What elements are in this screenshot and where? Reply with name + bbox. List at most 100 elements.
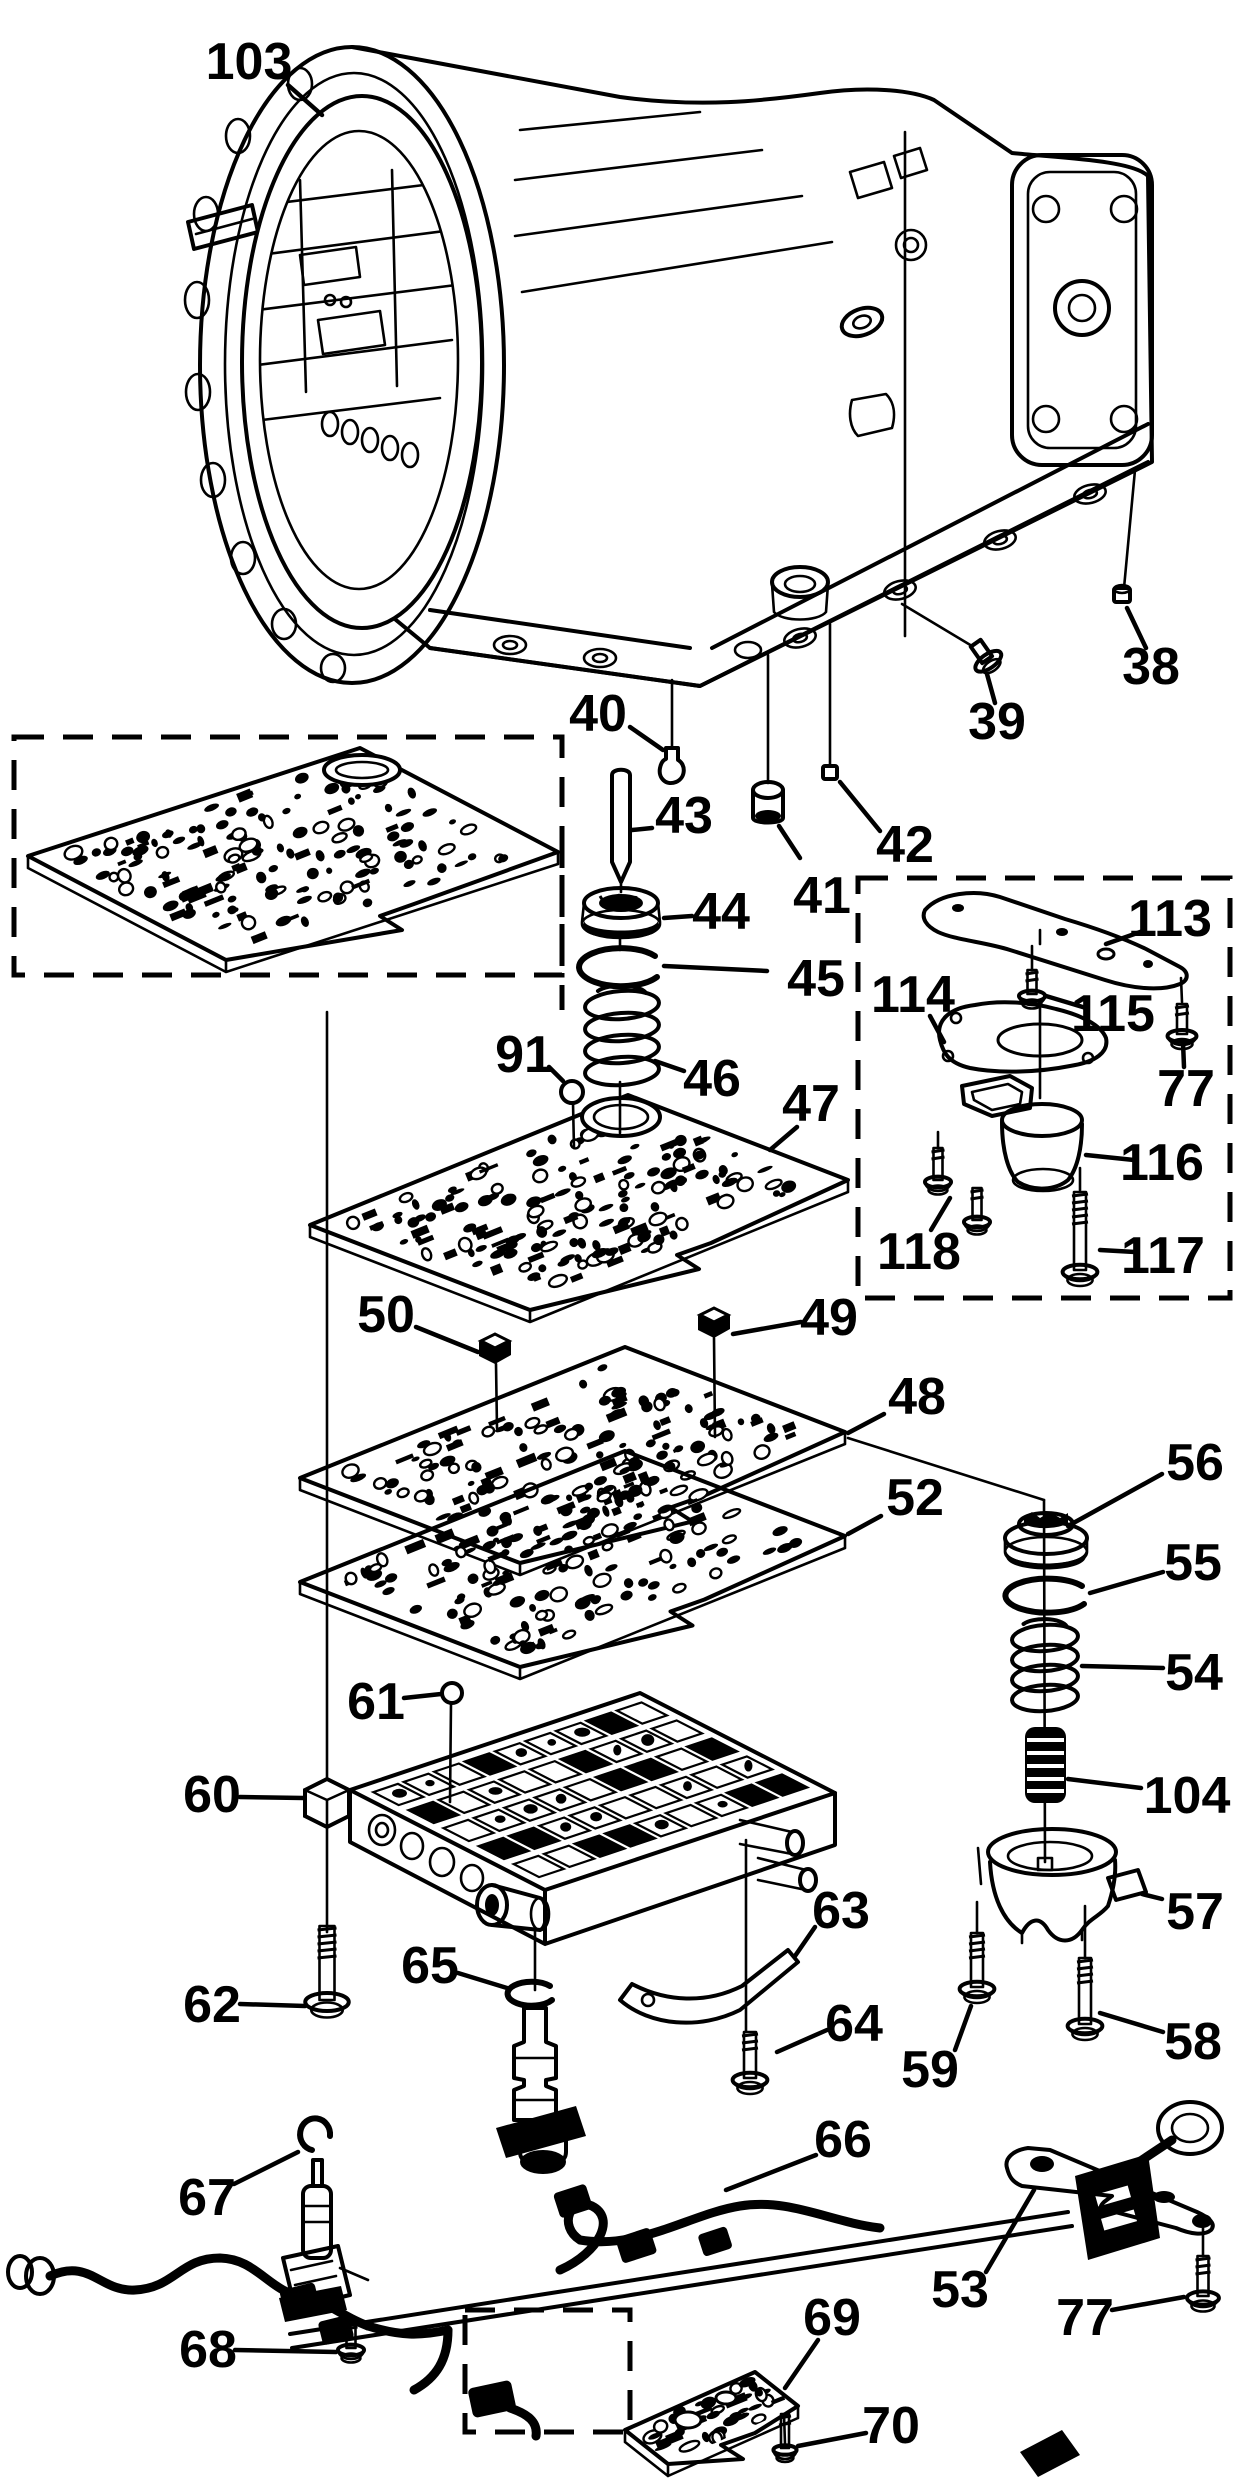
callout-46-leader [652,1058,687,1074]
plate-thickness [308,1178,850,1324]
plate-thickness [298,1534,847,1681]
callout-41-leader [776,823,803,861]
callout-55-label: 55 [1164,1534,1222,1592]
case-boss [894,228,928,262]
plate-hole [673,2410,703,2430]
bushing-41 [751,780,785,825]
callout-61-label: 61 [347,1673,405,1731]
callout-44-leader [661,913,695,921]
solenoid-116 [960,1074,1084,1193]
box-connector [468,2380,541,2441]
callout-47-leader [767,1124,800,1153]
solenoid-box-parts [921,891,1199,1288]
bell-flange-outer [198,45,506,685]
plate-thickness [298,1430,847,1577]
callout-117-leader [1097,1247,1138,1255]
gasket-52 [298,1449,847,1681]
accumulator-housing-57 [976,1827,1148,1945]
callout-45-label: 45 [787,950,845,1008]
lube-plate-69 [623,2370,800,2478]
spring-54 [1010,1617,1080,1714]
screw70-axis [782,2412,787,2446]
callout-58-label: 58 [1164,2013,1222,2071]
retainer-44 [580,886,662,940]
bolt-77 [1185,2254,1221,2313]
callout-54-label: 54 [1165,1644,1223,1702]
callout-57-leader [1139,1891,1165,1902]
callout-116-label: 116 [1120,1134,1204,1192]
flange-hole [1109,404,1139,434]
callout-52-leader [845,1513,884,1537]
callout-62-label: 62 [183,1976,241,2034]
callout-39-label: 39 [968,693,1026,751]
bolt-77 [1165,1002,1199,1051]
case-fasteners [657,468,1137,825]
transmission-case [183,45,1154,825]
rear-bore [1053,279,1111,337]
callout-91-leader [546,1064,566,1084]
cable-into-box [409,2325,453,2395]
callout-117-label: 117 [1121,1227,1205,1285]
callout-67-label: 67 [178,2169,236,2227]
callout-50-label: 50 [357,1286,415,1344]
spacer-plate-47 [308,1093,850,1324]
callout-77-label: 77 [1157,1060,1215,1118]
pressure-switch [496,2006,586,2174]
callout-42-leader [837,779,883,834]
cooler-boss [770,565,830,599]
callout-56-leader [1065,1471,1165,1529]
accumulator-stack [957,1498,1148,2042]
callout-61-leader [401,1691,444,1701]
callout-38-leader [1124,605,1149,651]
callout-67-leader [231,2149,301,2187]
bell-housing [183,45,506,685]
corner-slab [1020,2430,1080,2477]
plug-40 [657,746,686,785]
case-top-ribs [513,110,834,294]
callout-114-label: 114 [871,966,955,1024]
callout-77-label: 77 [1056,2289,1114,2347]
flange-hole [1031,404,1061,434]
case-lugs [848,146,929,200]
plate-hole [322,753,402,787]
pin-43 [610,767,632,884]
stud-38 [1112,583,1132,604]
callout-42-label: 42 [876,816,934,874]
gasket-114 [937,1000,1109,1100]
callout-53-leader [983,2187,1037,2275]
gasket-48-boxed [26,746,560,974]
callout-114-leader [927,1013,947,1045]
case-body-outline [350,45,1154,688]
callout-77-leader [1180,1039,1187,1070]
plate-speckles [345,1118,797,1289]
callout-40-leader [627,724,666,753]
case-boss [902,236,920,254]
callout-113-label: 113 [1128,890,1212,948]
callout-50-leader [413,1324,481,1355]
callout-52-label: 52 [886,1469,944,1527]
wiring-harness [6,2100,1224,2441]
callout-65-label: 65 [401,1937,459,1995]
callout-66-label: 66 [814,2111,872,2169]
callout-118-leader [928,1195,953,1233]
plate-outline [623,2370,800,2466]
housing-tab [1106,1868,1148,1902]
callout-60-label: 60 [183,1766,241,1824]
plate-outline [298,1345,847,1565]
callout-57-label: 57 [1166,1883,1224,1941]
cable-a [45,2253,311,2303]
callout-103-label: 103 [206,33,293,91]
callout-70-leader [795,2430,869,2449]
callout-58-leader [1097,2010,1166,2035]
callout-68-leader [232,2347,339,2355]
bell-opening-inner [258,129,460,591]
valve-body-top-texture [370,1701,811,1879]
checkball-49 [696,1306,732,1439]
callout-53-label: 53 [931,2261,989,2319]
spring-104 [1025,1727,1066,1803]
callout-63-label: 63 [812,1882,870,1940]
callout-49-leader [730,1319,804,1337]
callout-44-label: 44 [692,883,750,941]
